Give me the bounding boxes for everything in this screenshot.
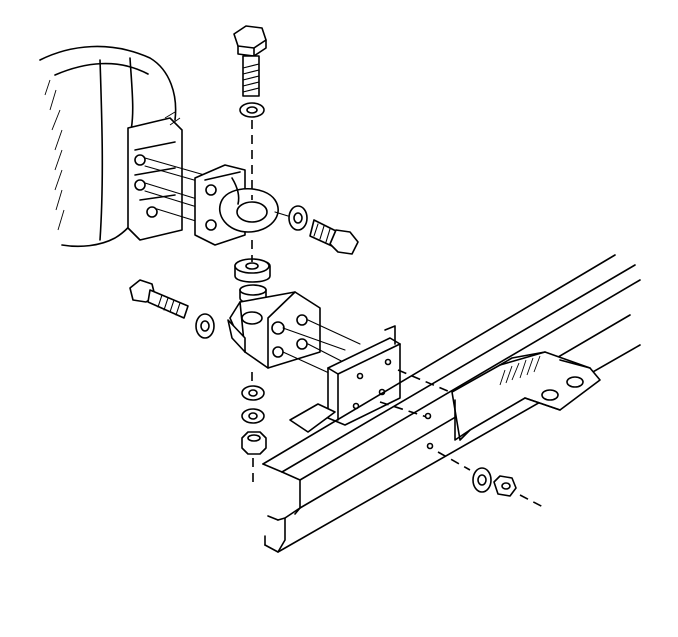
top-washer-hole xyxy=(246,106,258,114)
crossmember-bolt-axis-1 xyxy=(397,369,451,393)
left-bolt xyxy=(129,279,189,319)
upper-bracket xyxy=(194,164,279,246)
side-washer xyxy=(288,205,308,231)
side-bolt xyxy=(309,219,359,255)
crossmember-bolt-axis-4 xyxy=(519,494,546,509)
frame-rail-bracket xyxy=(451,351,601,441)
left-washer xyxy=(195,313,215,339)
top-bolt xyxy=(233,25,267,97)
crossmember-hole-2 xyxy=(424,412,432,420)
crossmember-nut xyxy=(493,475,517,497)
lower-washers xyxy=(241,385,265,424)
lower-mount-bracket xyxy=(227,291,321,369)
crossmember-washer xyxy=(472,467,492,493)
crossmember-bolt-axis-2 xyxy=(379,401,431,419)
upper-insulator xyxy=(234,258,271,283)
transmission-housing xyxy=(39,45,183,248)
side-bolt-axis xyxy=(274,211,289,217)
crossmember xyxy=(262,254,641,553)
bottom-nut xyxy=(241,431,267,455)
crossmember-bolt-axis-3 xyxy=(437,451,471,471)
crossmember-hole xyxy=(426,442,434,450)
